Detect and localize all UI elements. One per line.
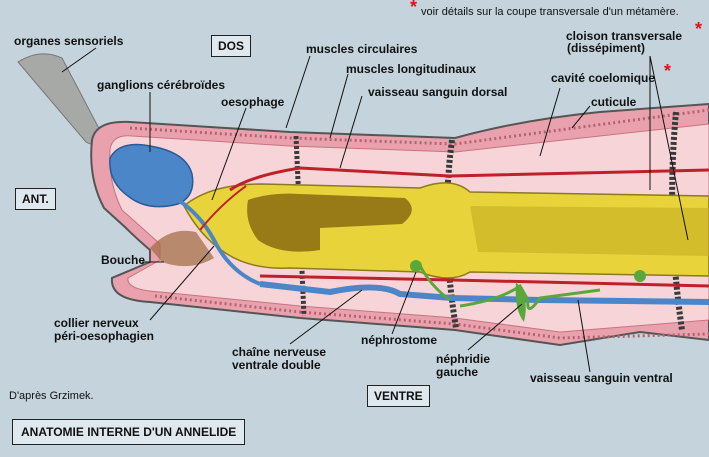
diagram-title: ANATOMIE INTERNE D'UN ANNELIDE <box>12 419 246 445</box>
ventral-box: VENTRE <box>367 385 430 407</box>
label-septum-2: (dissépiment) <box>567 41 646 55</box>
nephridium-gland <box>515 282 526 322</box>
label-cerebral-ganglia: ganglions cérébroïdes <box>97 78 226 92</box>
cuticle-band <box>129 108 709 146</box>
label-circular-muscles: muscles circulaires <box>306 42 418 56</box>
gut-lumen-2 <box>470 206 709 256</box>
gut-lumen <box>247 193 412 252</box>
cuticle-band-ventral <box>154 294 709 340</box>
nephrostome-funnel <box>410 260 422 272</box>
label-nerve-cord: chaîne nerveuse <box>232 345 327 359</box>
credit-text: D'après Grzimek. <box>9 390 94 402</box>
septum-star: * <box>695 19 703 39</box>
dorsal-vessel-front <box>199 185 247 231</box>
leader-lines <box>61 47 689 373</box>
coelom-star: * <box>664 61 672 81</box>
nephrostome-funnel-2 <box>634 270 646 282</box>
label-nephrostome: néphrostome <box>361 333 438 347</box>
label-mouth: Bouche <box>101 253 146 267</box>
label-dorsal-vessel: vaisseau sanguin dorsal <box>368 85 508 99</box>
label-coelom: cavité coelomique <box>551 71 656 85</box>
ventral-blood-vessel <box>259 274 709 288</box>
ventral-nerve-chain <box>259 281 709 305</box>
label-nephridium-2: gauche <box>436 365 479 379</box>
mouth-cavity <box>150 230 214 267</box>
note-star: * <box>410 0 418 17</box>
label-septum: cloison transversale <box>566 29 683 43</box>
label-nerve-collar-2: péri-oesophagien <box>54 329 155 343</box>
label-nerve-collar: collier nerveux <box>54 316 139 330</box>
label-nephridium: néphridie <box>436 352 491 366</box>
cerebral-ganglion <box>109 143 194 208</box>
note-text: voir détails sur la coupe transversale d… <box>421 6 679 18</box>
dorsal-box: DOS <box>211 35 252 57</box>
nerve-collar <box>176 198 261 286</box>
label-longitudinal-muscles: muscles longitudinaux <box>346 62 477 76</box>
anterior-box: ANT. <box>15 188 56 210</box>
label-nerve-cord-2: ventrale double <box>232 358 321 372</box>
label-sensory-organs: organes sensoriels <box>14 34 124 48</box>
dorsal-blood-vessel <box>229 166 709 192</box>
label-cuticle: cuticule <box>591 95 637 109</box>
sensory-organ-shape <box>17 53 105 145</box>
label-oesophagus: oesophage <box>221 95 285 109</box>
label-ventral-vessel: vaisseau sanguin ventral <box>530 371 673 385</box>
nephridium-left <box>459 283 601 310</box>
